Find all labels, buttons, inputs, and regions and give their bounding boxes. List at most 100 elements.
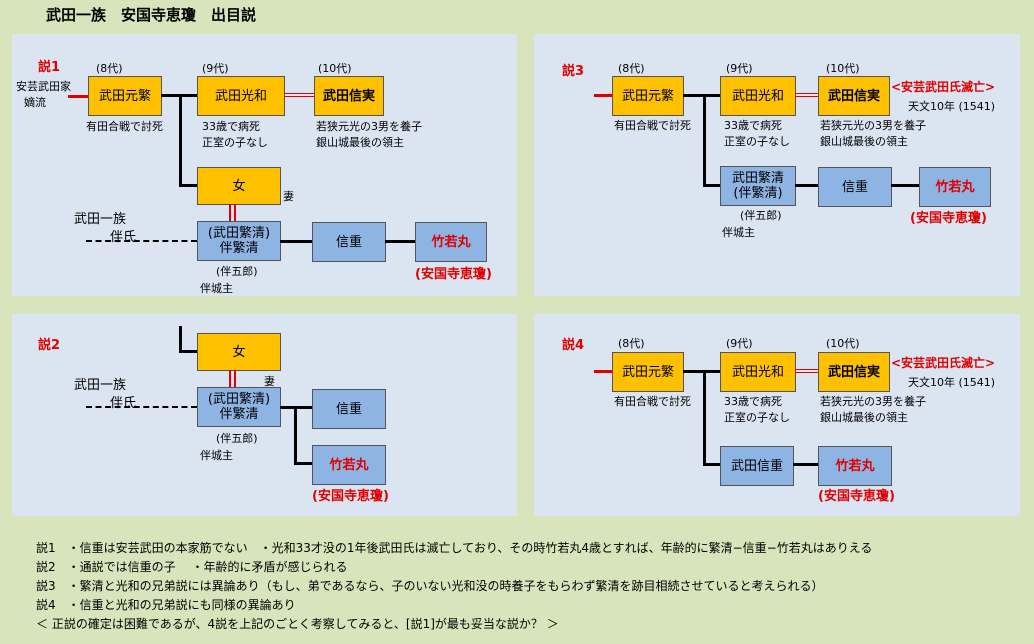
connector <box>385 240 415 243</box>
mitsukazu-note-1: 33歳で病死 <box>202 120 260 133</box>
takewakamaru-box: 竹若丸 <box>818 446 892 486</box>
connector <box>703 463 720 466</box>
shigekiyo-box: (武田繁清) 伴繁清 <box>197 221 281 261</box>
nobuzane-note-2: 銀山城最後の領主 <box>820 411 908 424</box>
clan-extinction-label: <安芸武田氏滅亡> <box>891 356 996 370</box>
motoshige-box: 武田元繁 <box>88 76 162 116</box>
adoption-double-line <box>284 93 314 97</box>
mitsukazu-note-2: 正室の子なし <box>724 135 790 148</box>
shigekiyo-name-1: (武田繁清) <box>207 226 271 241</box>
mitsukazu-box: 武田光和 <box>720 352 796 392</box>
daughter-box: 女 <box>197 333 281 371</box>
mitsukazu-note-2: 正室の子なし <box>724 411 790 424</box>
shigekiyo-name-1: (武田繁清) <box>207 392 271 407</box>
gen-9-label: (9代) <box>726 337 753 350</box>
connector <box>891 184 919 187</box>
connector <box>795 184 818 187</box>
ankokuji-ekei-label: (安国寺恵瓊) <box>818 489 895 504</box>
nobushige-box: 信重 <box>312 222 386 262</box>
connector <box>280 240 312 243</box>
lineage-red-line <box>68 95 88 98</box>
gen-9-label: (9代) <box>202 62 229 75</box>
marriage-double-line <box>229 370 236 387</box>
connector <box>294 462 312 465</box>
adoption-double-line <box>795 369 818 373</box>
ban-lineage-dashed-line <box>86 240 197 242</box>
gen-10-label: (10代) <box>826 62 860 75</box>
note-theory-1: 説1 ・信重は安芸武田の本家筋でない ・光和33才没の1年後武田氏は滅亡しており… <box>36 541 873 555</box>
panel-theory-3 <box>534 34 1020 296</box>
connector <box>703 184 720 187</box>
connector <box>179 184 197 187</box>
takeda-clan-label: 武田一族 <box>74 212 127 227</box>
adoption-double-line <box>795 93 818 97</box>
gen-8-label: (8代) <box>618 62 645 75</box>
shigekiyo-name-1: 武田繁清 <box>731 171 784 186</box>
shigekiyo-box: (武田繁清) 伴繁清 <box>197 387 281 427</box>
mitsukazu-note-1: 33歳で病死 <box>724 119 782 132</box>
nobuzane-note-2: 銀山城最後の領主 <box>316 136 404 149</box>
gorou-label: (伴五郎) <box>216 432 258 445</box>
theory-2-label: 説2 <box>38 338 61 353</box>
mitsukazu-box: 武田光和 <box>720 76 796 116</box>
connector <box>179 96 182 186</box>
gorou-label: (伴五郎) <box>740 209 782 222</box>
extinction-year-label: 天文10年 (1541) <box>908 376 996 389</box>
shigekiyo-box: 武田繁清 (伴繁清) <box>720 166 796 206</box>
ban-clan-label: 伴氏 <box>110 396 137 411</box>
lineage-red-line <box>594 370 612 373</box>
note-theory-3: 説3 ・繁清と光和の兄弟説には異論あり（もし、弟であるなら、子のいない光和没の時… <box>36 579 824 593</box>
gen-10-label: (10代) <box>318 62 352 75</box>
motoshige-box: 武田元繁 <box>612 352 684 392</box>
nobuzane-box: 武田信実 <box>314 76 384 116</box>
marriage-double-line <box>229 204 236 221</box>
ankokuji-ekei-label: (安国寺恵瓊) <box>910 211 987 226</box>
note-theory-4: 説4 ・信重と光和の兄弟説にも同様の異論あり <box>36 598 296 612</box>
takewakamaru-box: 竹若丸 <box>312 445 386 485</box>
takewakamaru-box: 竹若丸 <box>415 222 487 262</box>
takewakamaru-box: 竹若丸 <box>919 167 991 207</box>
mitsukazu-note-2: 正室の子なし <box>202 136 268 149</box>
nobuzane-note-1: 若狭元光の3男を養子 <box>820 395 926 408</box>
connector <box>294 408 297 464</box>
motoshige-note: 有田合戦で討死 <box>86 120 163 133</box>
mitsukazu-note-1: 33歳で病死 <box>724 395 782 408</box>
shigekiyo-name-2: (伴繁清) <box>733 186 783 201</box>
castle-lord-label: 伴城主 <box>200 449 233 462</box>
ban-clan-label: 伴氏 <box>110 230 137 245</box>
page-title: 武田一族 安国寺恵瓊 出目説 <box>46 6 257 24</box>
wife-label: 妻 <box>283 190 294 203</box>
nobuzane-note-1: 若狭元光の3男を養子 <box>316 120 422 133</box>
motoshige-note: 有田合戦で討死 <box>614 119 691 132</box>
connector <box>703 96 706 186</box>
note-theory-2: 説2 ・通説では信重の子 ・年齢的に矛盾が感じられる <box>36 560 348 574</box>
shigekiyo-name-2: 伴繁清 <box>219 407 259 422</box>
nobuzane-box: 武田信実 <box>818 352 890 392</box>
clan-extinction-label: <安芸武田氏滅亡> <box>891 80 996 94</box>
castle-lord-label: 伴城主 <box>722 226 755 239</box>
theory-1-label: 説1 <box>38 60 61 75</box>
motoshige-box: 武田元繁 <box>612 76 684 116</box>
ankokuji-ekei-label: (安国寺恵瓊) <box>312 489 389 504</box>
nobushige-box: 武田信重 <box>720 446 794 486</box>
gen-8-label: (8代) <box>618 337 645 350</box>
motoshige-note: 有田合戦で討死 <box>614 395 691 408</box>
connector <box>161 94 197 97</box>
notes-section: 説1 ・信重は安芸武田の本家筋でない ・光和33才没の1年後武田氏は滅亡しており… <box>36 539 872 634</box>
nobushige-box: 信重 <box>818 167 892 207</box>
castle-lord-label: 伴城主 <box>200 282 233 295</box>
nobuzane-note-1: 若狭元光の3男を養子 <box>820 119 926 132</box>
lineage-red-line <box>594 94 612 97</box>
takeda-clan-label: 武田一族 <box>74 378 127 393</box>
shigekiyo-name-2: 伴繁清 <box>219 241 259 256</box>
theory-4-label: 説4 <box>562 338 585 353</box>
mitsukazu-box: 武田光和 <box>197 76 285 116</box>
nobuzane-note-2: 銀山城最後の領主 <box>820 135 908 148</box>
ban-lineage-dashed-line <box>86 406 197 408</box>
gorou-label: (伴五郎) <box>216 265 258 278</box>
gen-8-label: (8代) <box>96 62 123 75</box>
gen-9-label: (9代) <box>726 62 753 75</box>
connector <box>683 94 720 97</box>
extinction-year-label: 天文10年 (1541) <box>908 100 996 113</box>
note-conclusion: ＜ 正説の確定は困難であるが、4説を上記のごとく考察してみると、[説1]が最も妥… <box>36 617 559 631</box>
